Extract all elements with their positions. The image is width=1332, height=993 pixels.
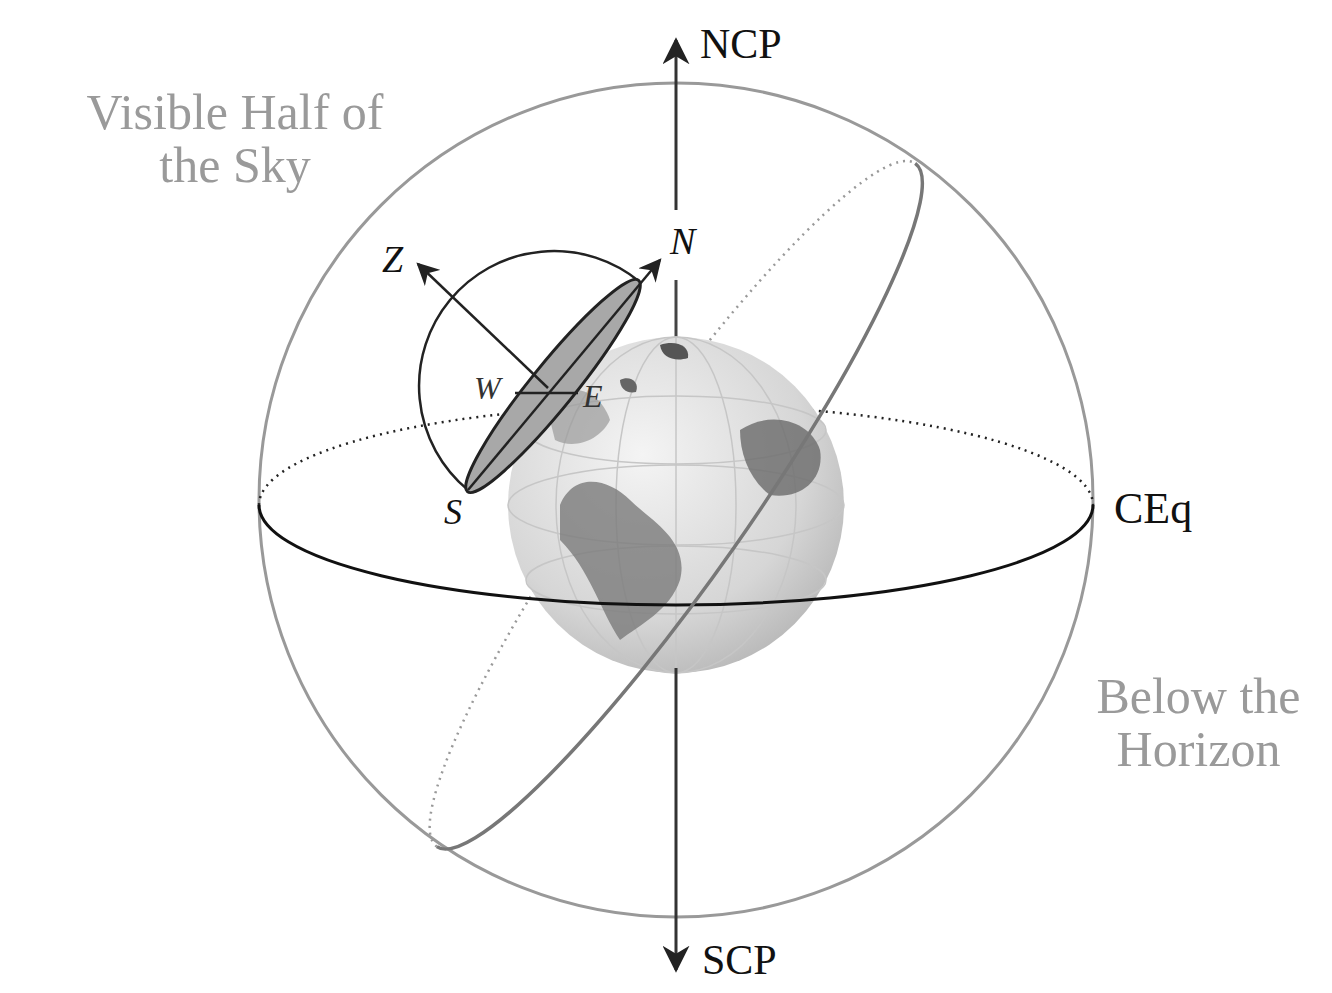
axis-stub [675, 668, 678, 690]
celestial-equator [259, 505, 1093, 605]
pole-label: NCP [700, 22, 782, 66]
axis-stub [675, 280, 678, 340]
direction-letter: N [670, 222, 695, 262]
horizon-circle [437, 163, 974, 887]
pole-label: SCP [702, 938, 777, 982]
horizon-circle-back [378, 122, 915, 846]
ncp-axis [675, 40, 678, 210]
direction-letter: S [444, 494, 462, 532]
direction-letter: Z [382, 240, 403, 280]
region-label: Below the Horizon [1071, 670, 1326, 775]
direction-letter: E [583, 380, 603, 414]
equator-label: CEq [1114, 486, 1192, 532]
scp-axis [675, 690, 678, 970]
direction-letter: W [474, 372, 501, 406]
region-label: Visible Half of the Sky [85, 86, 385, 191]
local-horizon [418, 251, 660, 505]
